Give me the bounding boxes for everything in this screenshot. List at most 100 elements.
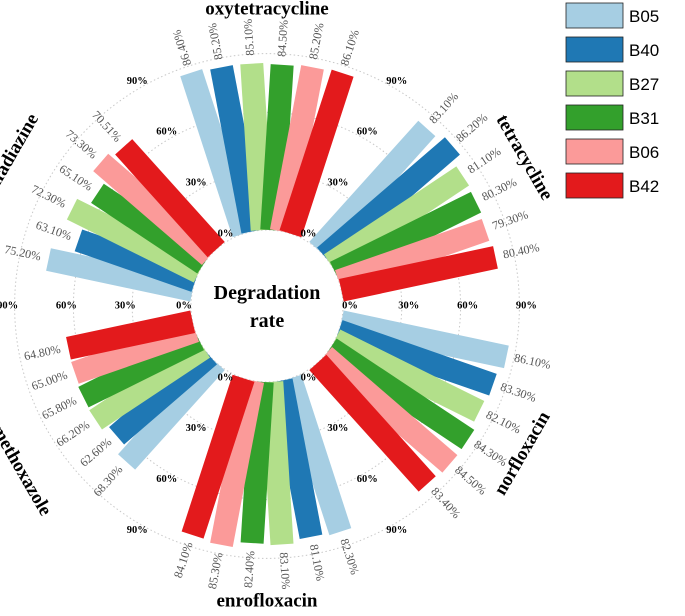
legend-label: B05 — [629, 7, 659, 26]
grid-circle — [14, 53, 520, 559]
value-label: 81.10% — [465, 144, 504, 176]
value-label: 84.50% — [452, 463, 489, 498]
bar-sulfadiazine-B27 — [66, 198, 205, 283]
bar-sulfadiazine-B40 — [74, 229, 200, 292]
tick-label: 0% — [342, 300, 358, 311]
value-label: 66.20% — [54, 417, 93, 449]
tick-label: 30% — [186, 178, 207, 189]
bars — [46, 62, 509, 548]
bar-norfloxacin-B06 — [317, 346, 458, 473]
value-label: 64.80% — [23, 342, 62, 363]
value-label: 75.20% — [3, 242, 42, 263]
bar-norfloxacin-B42 — [309, 354, 436, 492]
bar — [309, 120, 436, 258]
value-label: 83.10% — [277, 552, 293, 590]
bar-tetracycline-B42 — [338, 246, 498, 302]
bar-norfloxacin-B05 — [338, 310, 509, 369]
legend-label: B06 — [629, 143, 659, 162]
value-label: 83.10% — [426, 90, 461, 127]
tick-label: 30% — [398, 300, 419, 311]
value-label: 86.20% — [453, 110, 490, 145]
bar — [317, 346, 458, 473]
value-label: 63.10% — [34, 218, 74, 243]
bar — [210, 378, 265, 548]
group-label-enrofloxacin: enrofloxacin — [217, 590, 318, 611]
tick-label: 90% — [386, 525, 407, 536]
value-label: 86.10% — [337, 28, 362, 68]
bar — [317, 137, 460, 266]
bar-sulfadiazine-B06 — [93, 153, 217, 266]
value-label: 68.30% — [90, 462, 125, 499]
value-label: 81.10% — [307, 543, 328, 582]
tick-label: 30% — [327, 178, 348, 189]
value-label: 83.30% — [499, 380, 539, 405]
legend-swatch — [565, 2, 624, 29]
legend-swatch — [565, 36, 624, 63]
tick-label: 90% — [0, 300, 18, 311]
value-label: 73.30% — [63, 127, 100, 162]
bar — [338, 246, 498, 302]
grid-circle — [72, 111, 462, 501]
legend-item-B06: B06 — [565, 138, 659, 165]
tick-label: 90% — [127, 76, 148, 87]
value-label: 62.60% — [77, 435, 114, 470]
value-label: 86.40% — [169, 28, 194, 68]
bar — [269, 65, 324, 234]
grid-circle — [131, 170, 403, 442]
tick-label: 60% — [357, 474, 378, 485]
radial-grid — [14, 53, 520, 559]
bar-sulfadiazine-B05 — [46, 248, 196, 302]
value-label: 79.30% — [490, 207, 530, 232]
bar-enrofloxacin-B42 — [181, 374, 255, 539]
bar-norfloxacin-B27 — [329, 329, 485, 422]
bar — [66, 310, 196, 360]
tick-label: 0% — [218, 229, 234, 240]
bar-tetracycline-B40 — [317, 137, 460, 266]
legend-item-B40: B40 — [565, 36, 659, 63]
tick-label: 60% — [457, 300, 478, 311]
tick-label: 90% — [127, 525, 148, 536]
value-label: 70.51% — [89, 108, 124, 145]
value-label: 65.10% — [57, 162, 96, 194]
bar — [91, 183, 211, 274]
value-label: 80.40% — [502, 240, 541, 261]
bar — [279, 69, 354, 238]
center-title-line-1: Degradation — [214, 282, 321, 304]
center-title: Degradation rate — [214, 282, 321, 332]
tick-label: 30% — [115, 300, 136, 311]
value-label: 84.10% — [171, 540, 196, 580]
bar-norfloxacin-B40 — [334, 320, 497, 396]
value-label: 65.00% — [30, 368, 70, 393]
bar — [66, 198, 205, 283]
tick-label: 60% — [156, 127, 177, 138]
legend-swatch — [565, 104, 624, 131]
legend-swatch — [565, 172, 624, 199]
bar-sulfamethoxazole-B42 — [66, 310, 196, 360]
bar — [323, 338, 475, 450]
bar — [93, 153, 217, 266]
legend-label: B31 — [629, 109, 659, 128]
value-label: 84.50% — [274, 19, 290, 57]
value-label: 82.30% — [337, 537, 362, 577]
value-label: 83.40% — [428, 484, 463, 521]
bar-tetracycline-B27 — [323, 166, 470, 274]
value-label: 86.10% — [513, 350, 552, 371]
tick-label: 0% — [301, 372, 317, 383]
bar — [323, 166, 470, 274]
tick-label: 90% — [386, 76, 407, 87]
legend-label: B27 — [629, 75, 659, 94]
legend-item-B31: B31 — [565, 104, 659, 131]
bar — [118, 354, 225, 470]
value-label: 85.10% — [241, 18, 257, 56]
tick-label: 60% — [357, 127, 378, 138]
tick-label: 0% — [176, 300, 192, 311]
value-label: 85.20% — [306, 22, 327, 61]
value-label: 72.30% — [29, 182, 68, 211]
legend-swatch — [565, 138, 624, 165]
tick-label: 60% — [56, 300, 77, 311]
value-label: 85.20% — [205, 22, 226, 61]
tick-label: 0% — [301, 229, 317, 240]
bar — [329, 329, 485, 422]
